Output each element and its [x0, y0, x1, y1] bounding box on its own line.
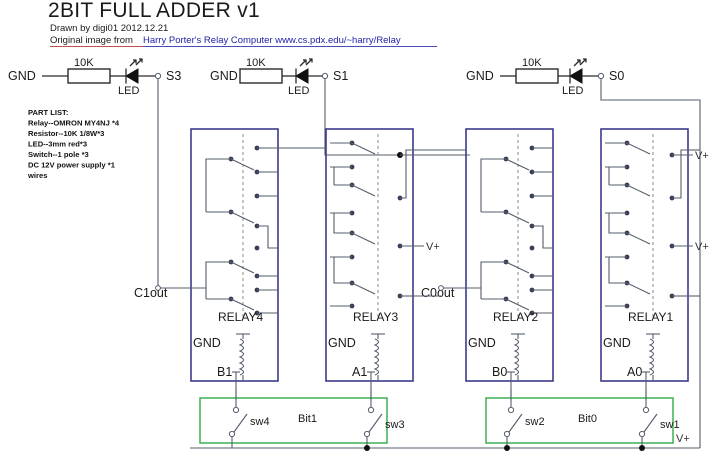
resistor-body — [239, 68, 283, 84]
bit0-border — [485, 397, 674, 444]
relay-4-coil — [232, 333, 250, 381]
gnd-label: GND — [466, 69, 494, 83]
part-list-item: Relay--OMRON MY4NJ *4 — [28, 119, 120, 128]
node-label-s3: S3 — [166, 69, 181, 83]
node-label-s0: S0 — [609, 69, 624, 83]
node-s1 — [321, 72, 329, 80]
credit-link[interactable]: Harry Porter's Relay Computer www.cs.pdx… — [143, 35, 401, 46]
switch-sw4[interactable]: sw4 — [228, 390, 270, 448]
node-s0 — [597, 72, 605, 80]
relay-1-border — [600, 128, 689, 382]
relay-3-gnd-label: GND — [328, 336, 356, 350]
rail-junction — [639, 445, 645, 451]
supply-label-relay1-mid: V+ — [695, 241, 709, 253]
switch-sw3[interactable]: sw3 — [363, 390, 405, 448]
bit0-title: Bit0 — [578, 413, 597, 425]
led-indicator-s0: GND 10K LED S0 — [466, 57, 701, 300]
resistor-body — [67, 68, 111, 84]
supply-label-bottom: V+ — [676, 433, 690, 445]
resistor-value-label: 10K — [74, 57, 94, 69]
relay-4-gnd-label: GND — [193, 336, 221, 350]
switch-label-sw2: sw2 — [525, 416, 545, 428]
rail-junction — [364, 445, 370, 451]
led-label: LED — [288, 85, 309, 97]
relay-3-name: RELAY3 — [353, 310, 398, 324]
relay-1-coil-input-label: A0 — [627, 365, 642, 379]
part-list-item: Resistor--10K 1/8W*3 — [28, 129, 104, 138]
switch-bank-bit1: Bit1 sw4 sw3 — [199, 390, 405, 448]
relay-2-coil-input-label: B0 — [492, 365, 507, 379]
credit-prefix-text: Original image from — [50, 35, 133, 46]
relay-3: V+ RELAY3 GND A1 — [325, 128, 470, 400]
part-list-item: Switch--1 pole *3 — [28, 150, 89, 159]
bit1-border — [199, 397, 388, 444]
supply-label-relay1-top: V+ — [695, 150, 709, 162]
gnd-label: GND — [210, 69, 238, 83]
bit1-title: Bit1 — [298, 413, 317, 425]
relay-1-name: RELAY1 — [628, 310, 673, 324]
carry-out-label-c1: C1out — [134, 286, 168, 300]
switch-label-sw1: sw1 — [660, 419, 680, 431]
part-list-item: LED--3mm red*3 — [28, 140, 87, 149]
relay-4-border — [190, 128, 279, 382]
relay-2: RELAY2 GND B0 — [438, 128, 554, 400]
node-s3 — [154, 72, 162, 80]
led-label: LED — [562, 85, 583, 97]
relay-2-name: RELAY2 — [493, 310, 538, 324]
relay-1-gnd-label: GND — [603, 336, 631, 350]
page-title: 2BIT FULL ADDER v1 — [48, 0, 260, 22]
relay-4-name: RELAY4 — [218, 310, 263, 324]
relay-4-coil-input-label: B1 — [217, 365, 232, 379]
gnd-label: GND — [8, 69, 36, 83]
relay-1: V+ V+ RELAY1 GND A0 — [600, 128, 709, 400]
relay-2-coil — [507, 333, 525, 381]
relay-3-border — [325, 128, 414, 382]
led-indicator-s3: GND 10K S3 — [8, 57, 181, 288]
part-list-item: DC 12V power supply *1 — [28, 161, 116, 170]
part-list-item: wires — [27, 171, 47, 180]
relay-3-coil — [367, 333, 385, 381]
relay-2-border — [465, 128, 554, 382]
node-label-s1: S1 — [333, 69, 348, 83]
relay-2-gnd-label: GND — [468, 336, 496, 350]
supply-label-relay3: V+ — [426, 241, 440, 253]
relay-1-coil — [642, 333, 660, 381]
resistor-body — [515, 68, 559, 84]
resistor-value-label: 10K — [522, 57, 542, 69]
drawn-by-text: Drawn by digi01 2012.12.21 — [50, 23, 168, 34]
switch-label-sw3: sw3 — [385, 419, 405, 431]
relay-3-coil-input-label: A1 — [352, 365, 367, 379]
part-list-heading: PART LIST: — [28, 108, 68, 117]
led-indicator-s1: GND 10K LED S1 — [210, 57, 400, 156]
rail-junction — [504, 445, 510, 451]
part-list: PART LIST: Relay--OMRON MY4NJ *4 Resisto… — [27, 108, 120, 180]
switch-label-sw4: sw4 — [250, 416, 270, 428]
resistor-value-label: 10K — [246, 57, 266, 69]
led-label: LED — [118, 85, 139, 97]
switch-sw1[interactable]: sw1 — [638, 390, 680, 448]
